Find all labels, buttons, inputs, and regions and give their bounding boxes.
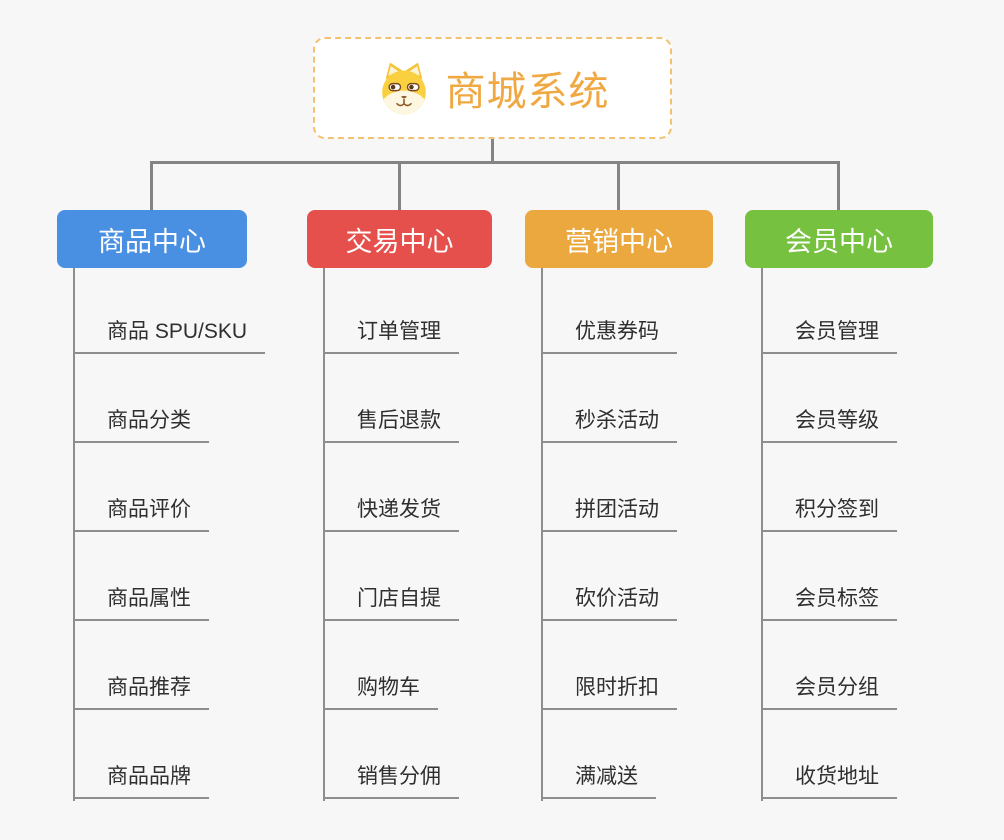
leaf-node[interactable]: 商品品牌 — [73, 762, 209, 799]
leaf-node[interactable]: 购物车 — [323, 673, 438, 710]
root-node-mall-system[interactable]: 商城系统 — [313, 37, 672, 139]
branch-label: 商品中心 — [98, 226, 206, 257]
child-column-product-center: 商品 SPU/SKU 商品分类 商品评价 商品属性 商品推荐 商品品牌 — [73, 268, 313, 802]
branch-node-product-center[interactable]: 商品中心 — [57, 210, 247, 268]
branch-node-trade-center[interactable]: 交易中心 — [307, 210, 492, 268]
child-column-trade-center: 订单管理 售后退款 快递发货 门店自提 购物车 销售分佣 — [323, 268, 563, 802]
leaf-node[interactable]: 拼团活动 — [541, 495, 677, 532]
drop-line-3 — [617, 161, 620, 210]
leaf-node[interactable]: 满减送 — [541, 762, 656, 799]
leaf-node[interactable]: 门店自提 — [323, 584, 459, 621]
leaf-node[interactable]: 订单管理 — [323, 317, 459, 354]
leaf-node[interactable]: 会员分组 — [761, 673, 897, 710]
leaf-node[interactable]: 会员等级 — [761, 406, 897, 443]
leaf-node[interactable]: 会员管理 — [761, 317, 897, 354]
branch-label: 会员中心 — [785, 226, 893, 257]
child-column-member-center: 会员管理 会员等级 积分签到 会员标签 会员分组 收货地址 — [761, 268, 1001, 802]
branch-node-marketing-center[interactable]: 营销中心 — [525, 210, 713, 268]
leaf-node[interactable]: 秒杀活动 — [541, 406, 677, 443]
leaf-node[interactable]: 商品评价 — [73, 495, 209, 532]
drop-line-1 — [150, 161, 153, 210]
column-connector-line — [323, 268, 325, 801]
leaf-node[interactable]: 积分签到 — [761, 495, 897, 532]
column-connector-line — [73, 268, 75, 801]
leaf-node[interactable]: 销售分佣 — [323, 762, 459, 799]
drop-line-2 — [398, 161, 401, 210]
drop-line-4 — [837, 161, 840, 210]
root-stem-line — [491, 139, 494, 164]
leaf-node[interactable]: 快递发货 — [323, 495, 459, 532]
leaf-node[interactable]: 商品 SPU/SKU — [73, 317, 266, 354]
column-connector-line — [761, 268, 763, 801]
branch-horizontal-line — [150, 161, 840, 164]
child-column-marketing-center: 优惠券码 秒杀活动 拼团活动 砍价活动 限时折扣 满减送 — [541, 268, 781, 802]
leaf-node[interactable]: 优惠券码 — [541, 317, 677, 354]
leaf-node[interactable]: 会员标签 — [761, 584, 897, 621]
dog-face-icon — [381, 62, 426, 115]
leaf-node[interactable]: 商品分类 — [73, 406, 209, 443]
root-title: 商城系统 — [445, 70, 610, 114]
branch-node-member-center[interactable]: 会员中心 — [745, 210, 933, 268]
leaf-node[interactable]: 砍价活动 — [541, 584, 677, 621]
branch-label: 交易中心 — [345, 226, 454, 257]
column-connector-line — [541, 268, 543, 801]
leaf-node[interactable]: 收货地址 — [761, 762, 897, 799]
leaf-node[interactable]: 限时折扣 — [541, 673, 677, 710]
branch-label: 营销中心 — [565, 226, 673, 257]
leaf-node[interactable]: 售后退款 — [323, 406, 459, 443]
leaf-node[interactable]: 商品属性 — [73, 584, 209, 621]
leaf-node[interactable]: 商品推荐 — [73, 673, 209, 710]
